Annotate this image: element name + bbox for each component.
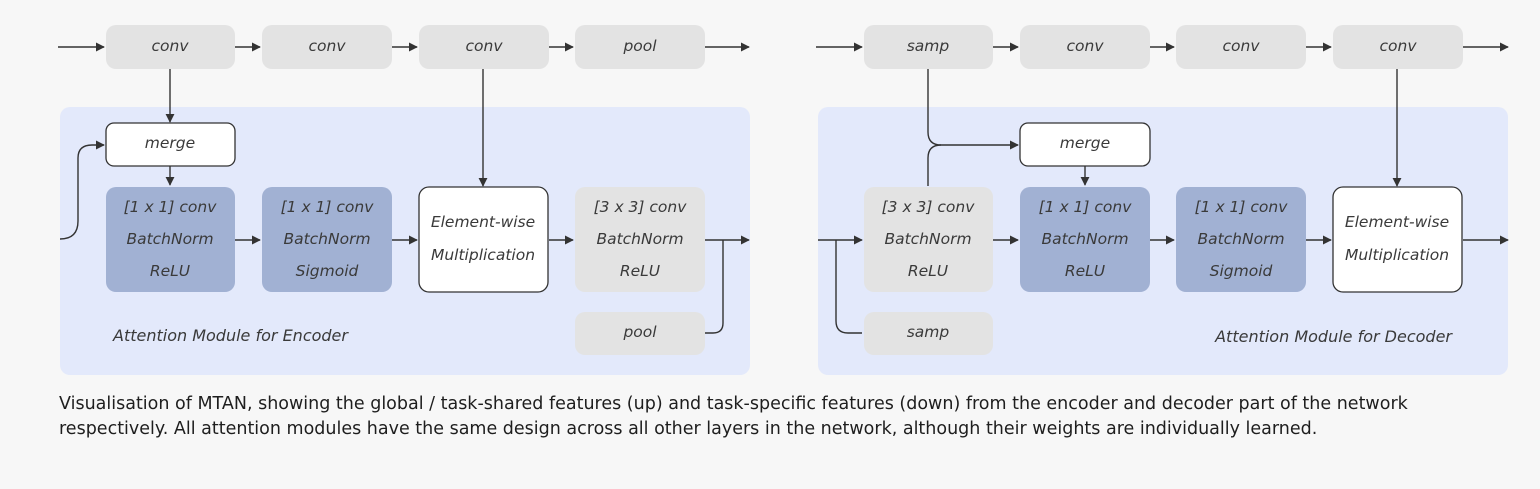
figure-caption: Visualisation of MTAN, showing the globa… (59, 394, 1408, 439)
encoder-top-row: conv conv conv pool (106, 25, 705, 69)
decoder-samp-label: samp (907, 323, 950, 341)
decoder-block-3 (1176, 187, 1306, 292)
decoder-merge-label: merge (1060, 134, 1110, 152)
encoder-title: Attention Module for Encoder (112, 326, 349, 345)
decoder-block-3-line-2: BatchNorm (1197, 230, 1284, 248)
encoder-block-1 (106, 187, 235, 292)
encoder-block-2-line-3: Sigmoid (296, 262, 359, 280)
encoder-block-1-line-1: [1 x 1] conv (124, 198, 218, 216)
encoder-merge-label: merge (145, 134, 195, 152)
encoder-panel (60, 107, 750, 375)
encoder-conv-2-label: conv (308, 37, 346, 55)
encoder-block-2-line-1: [1 x 1] conv (281, 198, 375, 216)
decoder-block-1 (864, 187, 993, 292)
decoder-samp-box (864, 312, 993, 355)
decoder-block-2-line-3: ReLU (1065, 262, 1106, 280)
decoder-block-4-line-1: Element-wise (1345, 213, 1449, 231)
encoder-conv-3-label: conv (465, 37, 503, 55)
encoder-merge-box (105, 122, 236, 167)
decoder-block-1-line-3: ReLU (908, 262, 949, 280)
decoder-block-2-line-1: [1 x 1] conv (1039, 198, 1133, 216)
encoder-pool-top-box (575, 25, 705, 69)
decoder-block-4 (1332, 186, 1463, 293)
decoder-block-1-line-1: [3 x 3] conv (882, 198, 976, 216)
encoder-pool-top-label: pool (622, 37, 657, 55)
encoder-conv-1-box (106, 25, 235, 69)
encoder-conv-3-box (419, 25, 549, 69)
decoder-samp-top-label: samp (907, 37, 950, 55)
encoder-block-1-line-2: BatchNorm (126, 230, 213, 248)
encoder-block-3 (418, 186, 549, 293)
encoder-block-1-line-3: ReLU (150, 262, 191, 280)
decoder-merge-box (1019, 122, 1151, 167)
decoder-conv-2-box (1176, 25, 1306, 69)
encoder-block-3-line-2: Multiplication (431, 246, 535, 264)
mtan-diagram: conv conv conv pool merge [1 x 1] conv B… (58, 25, 1509, 375)
decoder-samp-top-box (864, 25, 993, 69)
encoder-block-4-line-3: ReLU (620, 262, 661, 280)
decoder-block-3-line-1: [1 x 1] conv (1195, 198, 1289, 216)
decoder-block-4-line-2: Multiplication (1345, 246, 1449, 264)
encoder-block-4 (575, 187, 705, 292)
decoder-conv-3-box (1333, 25, 1463, 69)
decoder-top-row: samp conv conv conv (864, 25, 1463, 69)
encoder-block-2 (262, 187, 392, 292)
decoder-conv-2-label: conv (1222, 37, 1260, 55)
encoder-block-2-line-2: BatchNorm (283, 230, 370, 248)
encoder-block-4-line-1: [3 x 3] conv (594, 198, 688, 216)
decoder-conv-1-label: conv (1066, 37, 1104, 55)
encoder-pool-box (575, 312, 705, 355)
encoder-block-3-line-1: Element-wise (431, 213, 535, 231)
encoder-conv-1-label: conv (151, 37, 189, 55)
decoder-block-2 (1020, 187, 1150, 292)
decoder-panel (818, 107, 1508, 375)
decoder-block-1-line-2: BatchNorm (884, 230, 971, 248)
decoder-title: Attention Module for Decoder (1214, 327, 1453, 346)
encoder-conv-2-box (262, 25, 392, 69)
decoder-conv-3-label: conv (1379, 37, 1417, 55)
encoder-block-4-line-2: BatchNorm (596, 230, 683, 248)
decoder-conv-1-box (1020, 25, 1150, 69)
encoder-pool-label: pool (622, 323, 657, 341)
decoder-block-2-line-2: BatchNorm (1041, 230, 1128, 248)
decoder-block-3-line-3: Sigmoid (1210, 262, 1273, 280)
